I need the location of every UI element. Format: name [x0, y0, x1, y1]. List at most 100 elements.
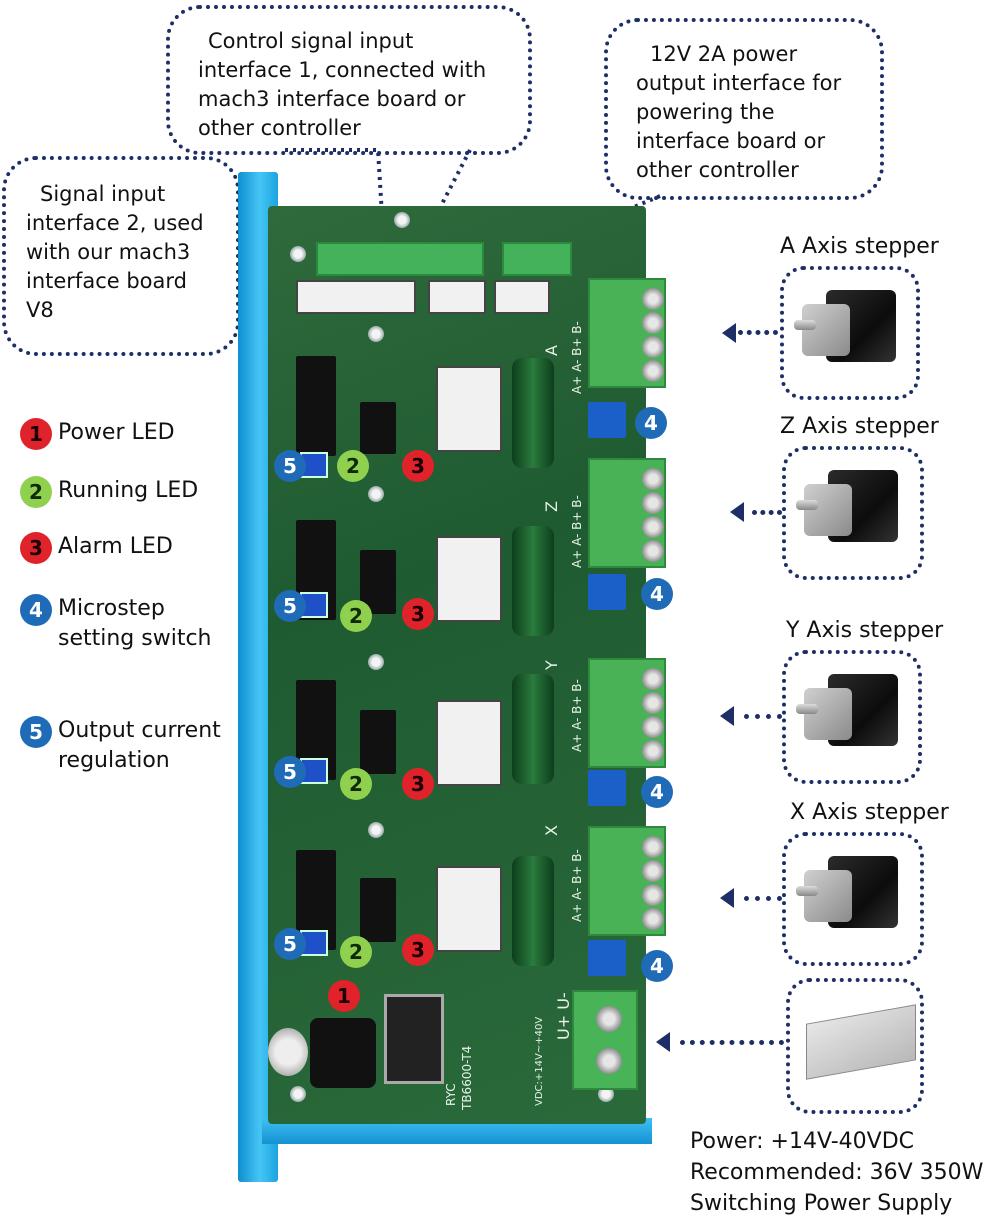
signal-terminal-strip	[316, 242, 484, 276]
motor-shaft	[794, 320, 816, 330]
arrow-line-psu	[680, 1040, 784, 1045]
power-requirements: Power: +14V-40VDC Recommended: 36V 350W …	[690, 1126, 983, 1219]
stepper-title-z: Z Axis stepper	[780, 414, 939, 439]
stepper-title-a: A Axis stepper	[780, 234, 939, 259]
callout-line: other controller	[636, 158, 799, 182]
pin-label: A+ A- B+ B-	[570, 679, 584, 752]
screw	[642, 468, 664, 490]
capacitor	[512, 674, 554, 784]
callout-control-signal-input: Control signal input interface 1, connec…	[166, 5, 532, 155]
legend-label: Power LED	[58, 420, 175, 445]
arrow-line-y	[744, 714, 782, 719]
axis-label-z: Z	[542, 501, 561, 512]
mounting-hole	[290, 246, 306, 262]
callout-line: interface board or	[636, 129, 826, 153]
callout-line: powering the	[636, 100, 775, 124]
motor-shaft	[796, 500, 818, 510]
inductor	[310, 1018, 376, 1088]
microstep-dip-switch	[588, 940, 626, 976]
screw	[642, 716, 664, 738]
callout-line: other controller	[198, 116, 361, 140]
badge-current-regulation: 5	[274, 450, 306, 482]
stepper-box-a	[780, 266, 920, 400]
motor-face	[804, 688, 852, 740]
power-line: Recommended: 36V 350W	[690, 1160, 984, 1185]
screw	[642, 336, 664, 358]
power-supply-box	[786, 978, 924, 1114]
motor-face	[804, 870, 852, 922]
stepper-title-y: Y Axis stepper	[786, 618, 944, 643]
screw	[642, 668, 664, 690]
axis-label-y: Y	[542, 660, 561, 670]
capacitor	[512, 856, 554, 966]
callout-line: interface 2, used	[26, 211, 204, 235]
screw	[642, 360, 664, 382]
callout-line: 12V 2A power	[650, 42, 798, 66]
callout-line: V8	[26, 298, 54, 322]
driver-board: A Z Y X A+ A- B+ B- A+ A- B+ B- A+ A- B+…	[268, 206, 646, 1124]
legend-badge: 3	[20, 532, 52, 564]
power-input-terminal	[572, 990, 638, 1090]
arrow-head-z	[730, 502, 744, 522]
legend-badge: 2	[20, 476, 52, 508]
power-output-terminal	[502, 242, 572, 276]
pin-label: A+ A- B+ B-	[570, 495, 584, 568]
power-line: Switching Power Supply	[690, 1191, 953, 1216]
badge-running-led: 2	[340, 768, 372, 800]
badge-alarm-led: 3	[402, 598, 434, 630]
brand-label: RYC	[444, 1083, 458, 1106]
badge-current-regulation: 5	[274, 756, 306, 788]
callout-line: output interface for	[636, 71, 842, 95]
microstep-dip-switch	[588, 574, 626, 610]
screw	[642, 516, 664, 538]
motor-shaft	[796, 886, 818, 896]
capacitor	[512, 526, 554, 636]
legend-label: Output current regulation	[58, 718, 221, 773]
electrolytic-capacitor	[268, 1028, 308, 1076]
screw	[642, 860, 664, 882]
badge-alarm-led: 3	[402, 768, 434, 800]
badge-power-led: 1	[328, 980, 360, 1012]
legend-badge: 5	[20, 716, 52, 748]
motor-terminal-y	[588, 658, 666, 768]
model-label: TB6600-T4	[460, 1045, 474, 1110]
power-supply-image	[806, 1004, 916, 1080]
mounting-hole	[394, 212, 410, 228]
mounting-hole	[368, 654, 384, 670]
callout-power-output: 12V 2A power output interface for poweri…	[604, 18, 884, 200]
screw	[642, 740, 664, 762]
arrow-head-psu	[656, 1032, 670, 1052]
badge-running-led: 2	[340, 600, 372, 632]
motor-face	[804, 484, 852, 536]
callout-line: interface 1, connected with	[198, 58, 487, 82]
callout-line: mach3 interface board or	[198, 87, 466, 111]
microstep-dip-switch	[588, 402, 626, 438]
arrow-line-a	[738, 330, 778, 335]
motor-face	[802, 304, 850, 356]
axis-label-a: A	[542, 345, 561, 356]
screw	[642, 312, 664, 334]
badge-microstep: 4	[641, 776, 673, 808]
mounting-hole	[368, 486, 384, 502]
arrow-head-x	[720, 888, 734, 908]
badge-microstep: 4	[635, 407, 667, 439]
driver-ic	[360, 402, 396, 454]
badge-alarm-led: 3	[402, 934, 434, 966]
motor-shaft	[796, 704, 818, 714]
badge-running-led: 2	[337, 450, 369, 482]
arrow-head-a	[722, 323, 736, 343]
resistor-block	[436, 366, 502, 452]
resistor-block	[436, 536, 502, 622]
header-connector	[494, 280, 550, 314]
motor-terminal-x	[588, 826, 666, 936]
mounting-hole	[290, 1086, 306, 1102]
callout-line: interface board	[26, 269, 187, 293]
legend-label: Alarm LED	[58, 534, 173, 559]
motor-terminal-z	[588, 458, 666, 568]
callout-signal-input-2: Signal input interface 2, used with our …	[2, 156, 240, 356]
